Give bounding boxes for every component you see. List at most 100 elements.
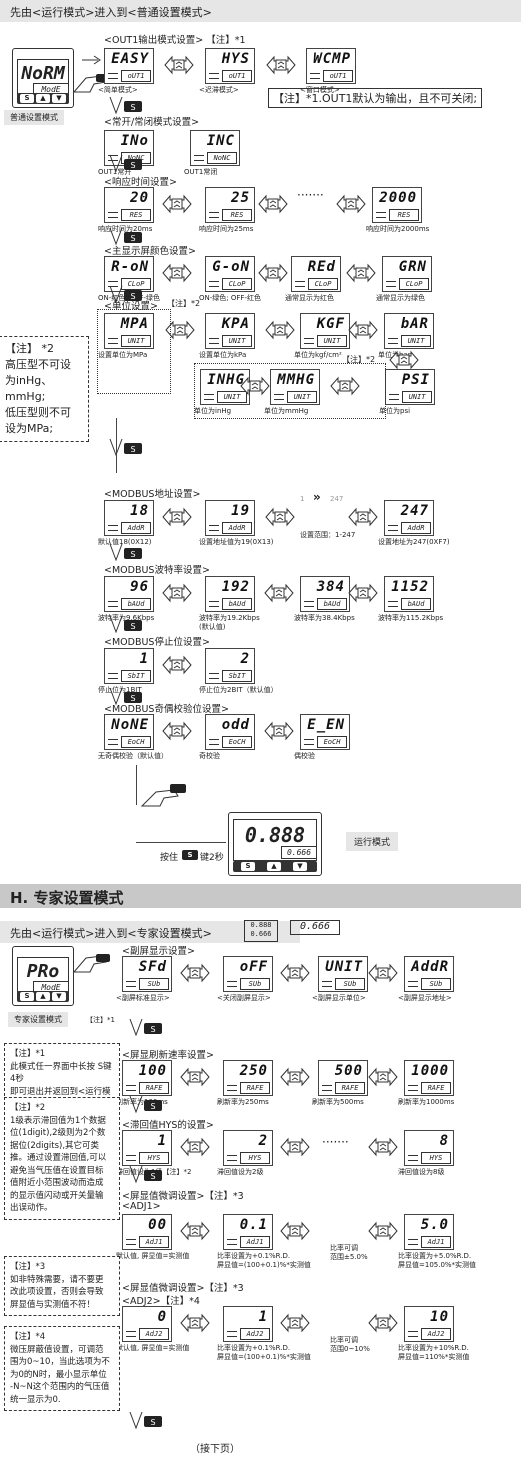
addr-caption-1: 设置地址值为19(0X13) bbox=[199, 538, 274, 546]
unit-side-note-line-2: 为inHg、 bbox=[5, 374, 53, 387]
hys-1-updown-arrow-icon bbox=[280, 1137, 310, 1157]
unit-row2-2-sub: UNIT bbox=[402, 391, 432, 403]
subdisp-2-bar bbox=[322, 981, 332, 987]
unit-2-main: KGF bbox=[316, 316, 345, 332]
subdisp-2-display: UNIT SUb bbox=[318, 956, 368, 992]
baud-title: <MODBUS波特率设置> bbox=[104, 565, 210, 576]
stop-down-arrow-icon: S bbox=[109, 687, 142, 706]
out1-note: 【注】*1.OUT1默认为输出，且不可关闭; bbox=[268, 88, 483, 108]
stop-0-bar bbox=[108, 673, 118, 679]
baud-1-sub: bAUd bbox=[222, 598, 252, 610]
resp-0-main: 20 bbox=[130, 190, 149, 206]
resp-1-sub: RES bbox=[222, 209, 252, 221]
resp-caption-2: 响应时间为2000ms bbox=[366, 225, 430, 233]
subdisp-2-sub: SUb bbox=[335, 978, 365, 990]
adj1-2-main: 5.0 bbox=[420, 1217, 449, 1233]
hand-hold-icon bbox=[140, 784, 186, 807]
subdisp-0-bar bbox=[126, 981, 136, 987]
out1-caption-2: <窗口模式> bbox=[300, 86, 340, 94]
svg-text:S: S bbox=[150, 1418, 155, 1427]
stop-caption-1: 停止位为2BIT（默认值） bbox=[199, 686, 278, 694]
stop-1-bar bbox=[209, 673, 219, 679]
adj1-subtitle: <ADJ1> bbox=[122, 1201, 161, 1212]
parity-1-bar bbox=[209, 739, 219, 745]
adj2-1-bar bbox=[227, 1331, 237, 1337]
expert-mode-label: 专家设置模式 bbox=[8, 1012, 68, 1027]
color-caption-3: 通常显示为绿色 bbox=[376, 294, 425, 302]
hys-caption-1: 滞回值设为2级 bbox=[217, 1168, 264, 1176]
adj1-range-2: 范围±5.0% bbox=[330, 1253, 368, 1261]
baud-0-bar bbox=[108, 601, 118, 607]
refresh-caption-2: 刷新率为500ms bbox=[312, 1098, 364, 1106]
color-1-sub: CLoP bbox=[222, 278, 252, 290]
parity-caption-2: 偶校验 bbox=[294, 752, 315, 760]
baud-3-main: 1152 bbox=[391, 579, 429, 595]
adj2-caption-2: 比率设置为+10%R.D. bbox=[398, 1344, 469, 1352]
unit-3-bar bbox=[388, 338, 398, 344]
addr-0-updown-arrow-icon bbox=[162, 507, 192, 527]
out1-caption-0: <简单模式> bbox=[98, 86, 138, 94]
subdisp-0-sub: SUb bbox=[139, 978, 169, 990]
addr-2-sub: AddR bbox=[401, 522, 431, 534]
expert-hand-icon bbox=[72, 954, 110, 973]
expert-note-2-line-8: 出误动作。 bbox=[10, 1203, 53, 1213]
device-main-display: NoRM bbox=[21, 63, 65, 84]
subdisp-caption-2: <副屏显示单位> bbox=[312, 994, 366, 1002]
next-page: （接下页） bbox=[190, 1444, 240, 1455]
unit-row2-0-updown-arrow-icon bbox=[240, 376, 270, 396]
expert-note-1-line-1: 此模式任一界面中长按 S键4秒 bbox=[10, 1061, 112, 1085]
unit-row2-1-main: MMHG bbox=[277, 372, 315, 388]
refresh-2-bar bbox=[322, 1085, 332, 1091]
hys-1-sub: HYS bbox=[240, 1152, 270, 1164]
color-3-bar bbox=[386, 281, 396, 287]
refresh-caption-1: 刷新率为250ms bbox=[217, 1098, 269, 1106]
unit-mpa-box bbox=[97, 309, 171, 394]
expert-note-3-line-3: 屏显值与实测值不符！ bbox=[10, 1299, 96, 1310]
hys-2-updown-arrow-icon bbox=[368, 1137, 398, 1157]
unit-vert-updown-arrow-icon bbox=[389, 350, 419, 370]
addr-2-updown-arrow-icon bbox=[348, 507, 378, 527]
device-normal-mode: NoRM ModE S▲▼ bbox=[12, 48, 74, 108]
color-caption-2: 通常显示为红色 bbox=[285, 294, 334, 302]
run-s-button-icon: S bbox=[182, 850, 198, 860]
adj1-0-sub: AdJ1 bbox=[139, 1236, 169, 1248]
subdisp-down-arrow-icon: S bbox=[129, 1018, 162, 1037]
unit-row2-1-sub: UNIT bbox=[287, 391, 317, 403]
baud-2-main: 384 bbox=[316, 579, 345, 595]
run-hold-label2: 键2秒 bbox=[200, 853, 224, 863]
hys-0-updown-arrow-icon bbox=[180, 1137, 210, 1157]
adj2-1-sub: AdJ2 bbox=[240, 1328, 270, 1340]
parity-2-sub: EoCH bbox=[317, 736, 347, 748]
resp-1-main: 25 bbox=[231, 190, 250, 206]
svg-text:S: S bbox=[150, 1102, 155, 1111]
unit-0-updown-arrow-icon bbox=[165, 320, 195, 340]
nonc-caption-1: OUT1常闭 bbox=[184, 168, 218, 176]
subdisp-0-updown-arrow-icon bbox=[180, 963, 210, 983]
resp-2-main: 2000 bbox=[379, 190, 417, 206]
stop-caption-0: 停止位为1BIT bbox=[98, 686, 142, 694]
svg-text:S: S bbox=[130, 103, 135, 112]
resp-0-bar bbox=[108, 212, 118, 218]
run-mode-label: 运行模式 bbox=[346, 832, 399, 851]
subdisp-2-main: UNIT bbox=[325, 959, 363, 975]
unit-row2-caption-0: 单位为inHg bbox=[194, 407, 232, 415]
unit-caption-2: 单位为kgf/cm² bbox=[294, 351, 342, 359]
hys-dots: ······· bbox=[322, 1135, 349, 1149]
adj1-1-main: 0.1 bbox=[239, 1217, 268, 1233]
unit-row2-1-updown-arrow-icon bbox=[330, 376, 360, 396]
expert-note-4-line-5: 统一显示为0. bbox=[10, 1394, 61, 1405]
normal-mode-banner-text: 先由<运行模式>进入到<普通设置模式> bbox=[10, 6, 212, 19]
expert-note-2-line-3: 据位(2digits),其它可类 bbox=[10, 1140, 100, 1151]
refresh-3-sub: RAFE bbox=[421, 1082, 451, 1094]
